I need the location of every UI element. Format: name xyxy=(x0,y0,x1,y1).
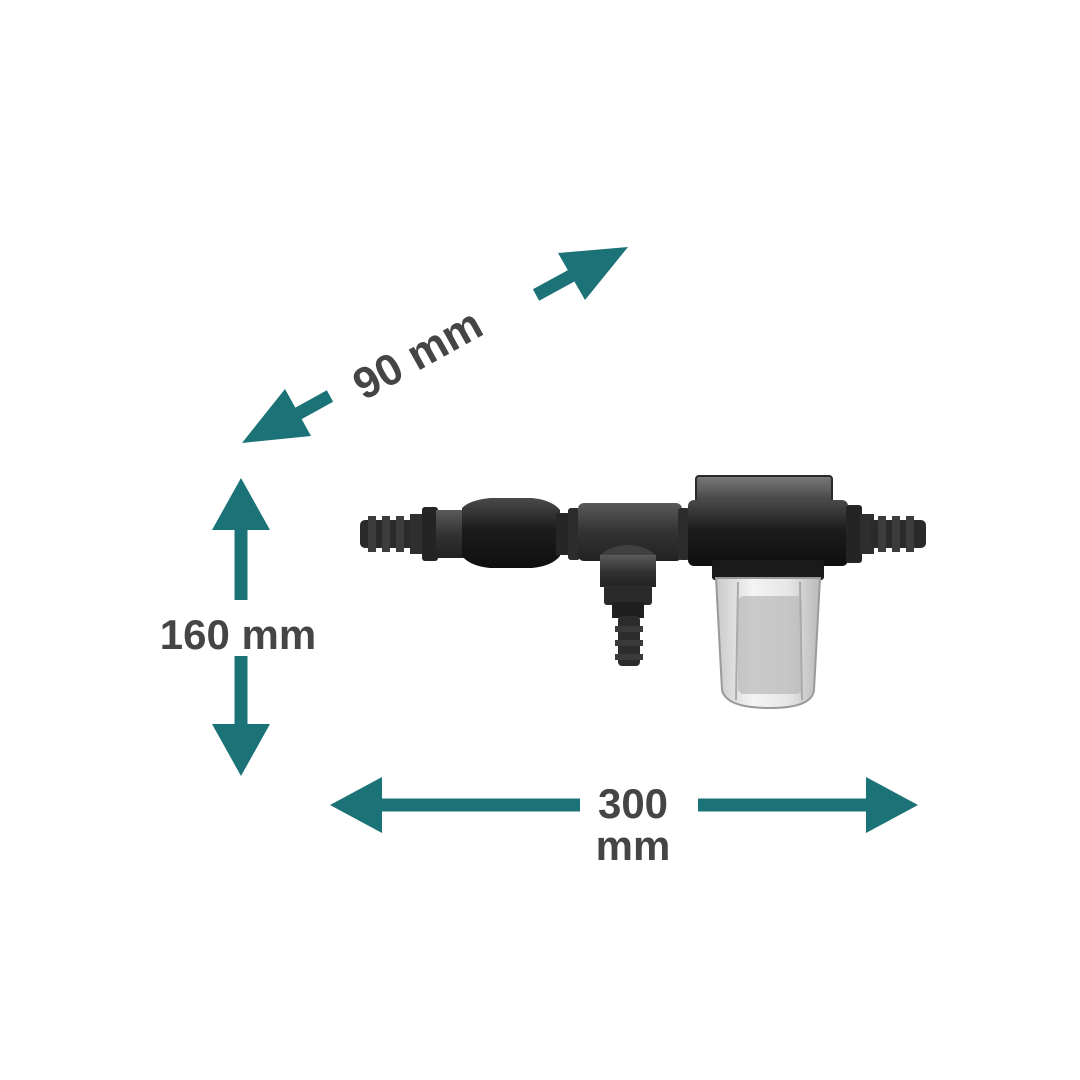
left-hose-barb xyxy=(360,507,438,561)
width-arrow-head-left xyxy=(330,777,382,833)
water-pump-filter-assembly-icon xyxy=(360,475,926,710)
depth-arrow xyxy=(242,247,628,443)
width-label: 300 mm xyxy=(596,783,671,867)
height-arrow xyxy=(212,478,270,776)
filter-cartridge xyxy=(738,596,802,694)
height-label: 160 mm xyxy=(159,611,317,658)
depth-arrow-head-upper xyxy=(558,247,628,300)
height-arrow-head-up xyxy=(212,478,270,530)
width-label-value: 300 xyxy=(597,780,669,827)
width-label-unit: mm xyxy=(595,822,671,869)
right-hose-barb xyxy=(846,505,926,563)
check-valve-body xyxy=(436,498,570,568)
width-arrow-head-right xyxy=(866,777,918,833)
filter-housing xyxy=(678,475,848,710)
depth-arrow-head-lower xyxy=(242,389,311,443)
tee-fitting xyxy=(568,503,682,666)
width-arrow xyxy=(330,777,918,833)
height-arrow-head-down xyxy=(212,724,270,776)
